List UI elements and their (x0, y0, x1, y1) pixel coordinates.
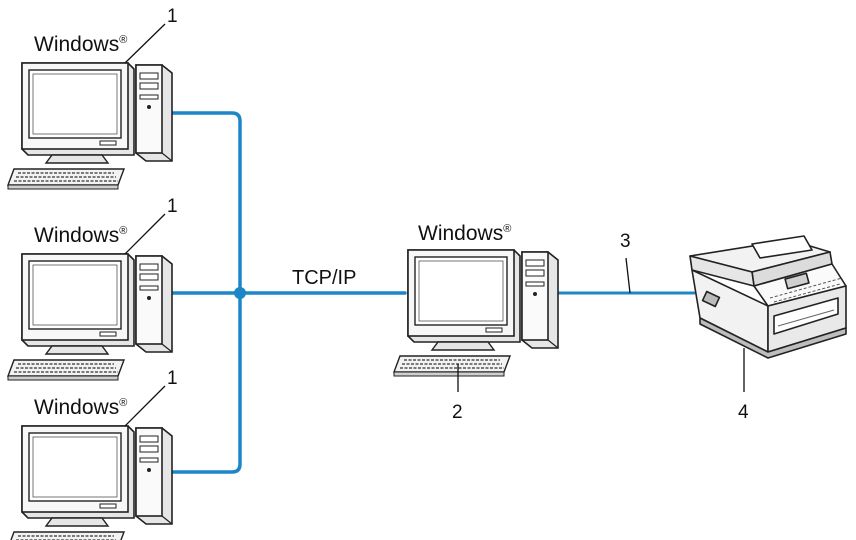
printer-callout-number: 4 (738, 402, 749, 423)
client-1-callout-number: 1 (167, 6, 178, 27)
server-callout-number: 2 (452, 402, 463, 423)
network-lines (170, 111, 696, 474)
client-2-callout-number: 1 (167, 196, 178, 217)
network-protocol-label: TCP/IP (292, 267, 356, 289)
client-3-callout-line (124, 385, 166, 427)
client-pc-2: Windows® 1 (7, 196, 178, 381)
network-junction-icon (234, 287, 246, 299)
client-2-os-label: Windows® (34, 224, 127, 247)
link-callout-line (625, 257, 631, 294)
client-pc-1: Windows® 1 (7, 6, 178, 190)
server-pc: Windows® 2 (393, 222, 559, 423)
printer-icon (689, 235, 847, 359)
client-3-network-cable (170, 291, 242, 474)
client-2-callout-line (124, 213, 166, 255)
client-1-network-cable (170, 111, 242, 295)
client-pc-3: Windows® 1 (7, 368, 178, 540)
client-3-callout-number: 1 (167, 368, 178, 389)
server-os-label: Windows® (418, 222, 511, 245)
client-3-os-label: Windows® (34, 396, 127, 419)
link-callout-number: 3 (620, 231, 631, 252)
client-1-callout-line (124, 23, 166, 64)
client-1-os-label: Windows® (34, 33, 127, 56)
